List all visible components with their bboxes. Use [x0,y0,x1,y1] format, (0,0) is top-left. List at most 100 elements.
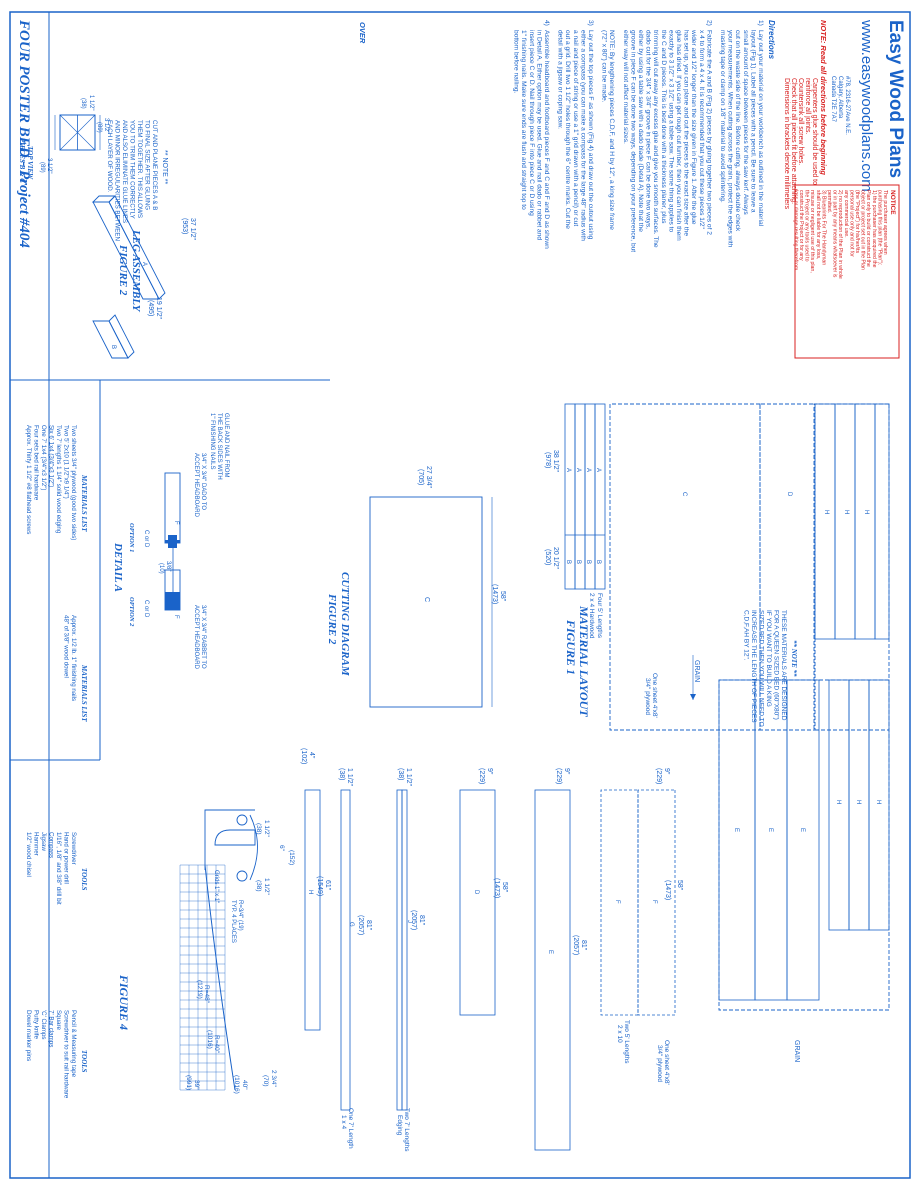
hw-a-1: A [595,468,601,472]
strip-d-width-mm: (229) [478,768,485,784]
direction-line: trimming will cut away any excess glue a… [652,30,659,248]
direction-step-number: 3) [587,20,594,26]
leg-a-length-mm: (953) [181,218,188,234]
fig4-grid: Grids 1" x 1" [213,870,219,903]
tools2-lines-line: Dowel marker pins [25,1010,32,1061]
fig4-r40-mm: (1016) [206,1030,213,1049]
direction-line: either by using a table saw with a dado … [637,30,644,232]
strip-j-label-1: Two 7' Lengths [403,1108,410,1152]
leg-b-label: B [110,345,116,349]
top-view-dim-3: 3 1/2" [46,158,52,173]
fig4-d15a-mm: (38) [255,823,262,835]
strip-g-label-1: One 7' Length [347,1108,354,1149]
strip-d-piece: D [473,890,479,895]
direction-line: in Detail A. Either option may be used. … [535,30,542,240]
ml1-lines-line: Two sheets 3/4" plywood (good two sides) [70,425,77,540]
cutting-diagram-width-mm: (705) [417,469,424,485]
strips: E 9" (229) 81" (2057) D 9" (229) 58" (14… [300,748,587,1152]
tools1-lines-line: Hand or power drill [63,832,70,884]
fig4-d15b: 1 1/2" [263,878,270,895]
direction-line: small amount of space between pieces for… [742,30,749,215]
strip-g-label-2: 1 x 4 [340,1115,347,1129]
fig1-piece-d: D [786,492,792,497]
strip-h-length: 61" [324,880,331,891]
strip-j-label-2: Edging [396,1115,403,1136]
tools1-lines-line: Compass [48,832,55,858]
top-view-dim-3-mm: (89) [39,162,45,173]
strip-e-piece: E [547,950,553,954]
fig1-note-lines-line: FOR A QUEEN SIZED BED (60"X80") [773,610,780,720]
leg-assembly-title: LEG ASSEMBLY [130,229,142,313]
fig4-h234: 2 3/4" [270,1070,277,1087]
direction-step-number: 1) [757,20,764,26]
fig4-title: FIGURE 4 [117,974,131,1030]
direction-line: glue has dried. If you can get rough cut… [675,30,682,241]
direction-line: groove in piece F can be done two ways, … [629,30,636,252]
strip-g-width-mm: (38) [338,768,345,780]
brand-title: Easy Wood Plans [885,20,906,178]
fig4-w39: 39" [193,1080,200,1090]
strip-j-piece: J [406,920,412,923]
lower-grain: GRAIN [793,1040,800,1062]
fig1-note-heading: ** NOTE ** [790,640,798,677]
strip-g-width: 1 1/2" [346,768,353,787]
legnote-lines-line: AND ALSO ELIMINATE GLUE LINES [121,120,128,223]
notice-lines-line: (the "Project") for his/her/its [854,190,860,253]
detail-a-title: DETAIL A [112,542,124,592]
fig1-note-lines-line: THESE MATERIALS ARE DESIGNED [780,610,787,721]
top-view-dim-1-mm: (38) [80,98,86,109]
legnote-lines-line: EACH LAYER OF WOOD. [106,120,113,193]
leg-b-length-mm: (495) [147,300,154,316]
fig4-d6: 6" [278,845,285,852]
direction-line: cut on the waste side of the line. Befor… [734,30,741,232]
cutting-diagram-height-mm: (1473) [491,584,498,604]
lower-sheet-label-1: One sheet 4'x8' [663,1040,670,1085]
cutting-diagram-height: 58" [499,591,506,602]
top-view-dim-1: 1 1/2" [88,95,94,110]
leg-assembly: A 37 1/2" (953) B 19 1/2" (495) LEG ASSE… [91,195,196,359]
strip-g-length: 81" [365,920,372,931]
fig1-note-lines-line: INCREASE THE LENGTH OF PIECES [750,610,757,723]
strip-h-width: 4" [308,752,315,759]
strip-e-width-mm: (229) [555,768,562,784]
legnote-lines-line: CUT AND PLANE PIECES A & B [151,120,158,210]
fig1-title: MATERIAL LAYOUT [577,605,591,717]
notice-lines-line: 1) the purchaser has acquired the [871,190,877,268]
cutting-diagram-piece: C [423,597,430,602]
materials-list-2: MATERIALS LIST Approx. 1/2 lb. 1" finish… [63,615,89,722]
detail-a-option-2: OPTION 2 [128,597,135,627]
hw-a-3: A [575,468,581,472]
fig1-sheet-label-1: One sheet 4'x8' [651,673,658,718]
tools2-lines-line: Putty knife [33,1010,40,1039]
legnote-lines-line: TO FINAL SIZE AFTER GLUING [144,120,151,210]
tools2-lines-line: Pencil & Measuring tape [70,1010,77,1078]
leg-note-heading: ** NOTE ** [161,150,168,185]
fig1-note-lines-line: SIZED BED THEN YOU WILL NEED TO [758,610,765,727]
ml1-lines-line: Two 5' 2x10 (1 1/2"x9 1/4") [63,425,70,499]
detail-a-rabbet-2: ACCEPT HEADBOARD [193,605,199,670]
cutting-diagram-title: CUTTING DIAGRAM [339,572,351,677]
legnote-lines-line: YOU TO TRIM THEM CORRECTLY [129,120,136,219]
hw-b-1: B [595,560,601,564]
fig1-note-lines-line: IF YOU WANT TO BUILD A KING [765,610,772,707]
notice-heading: NOTICE [889,190,896,215]
strip-j-length: 81" [418,915,425,926]
direction-line: either way will not affect material size… [622,30,629,144]
legnote-lines-line: AND MINOR IRREGULARITIES BETWEEN [114,120,121,241]
lower-sheet: H H H E E E GRAIN One sheet 4'x8' 3/4" p… [656,679,890,1085]
direction-line: either a compass (you can make a compass… [579,30,586,241]
detail-a-f-2: F [173,615,179,619]
hw-dim-1: 38 1/2" [552,450,559,472]
cutting-diagram-width: 27 3/4" [425,466,432,488]
fig4-d15b-mm: (38) [255,880,262,892]
fig4-w39-mm: (991) [185,1075,192,1090]
strip-j-length-mm: (2057) [410,910,417,930]
strip-d-width: 9" [486,768,493,775]
fig4-d15a: 1 1/2" [263,820,270,837]
strip-j-width: 1 1/2" [405,768,412,787]
fig1-piece-h-3: H [863,510,869,514]
fig4-r40: R=40" [213,1035,220,1054]
brand-address-2: Calgary, Alberta [837,76,843,119]
lower-sheet-label-2: 3/4" plywood [656,1045,663,1082]
